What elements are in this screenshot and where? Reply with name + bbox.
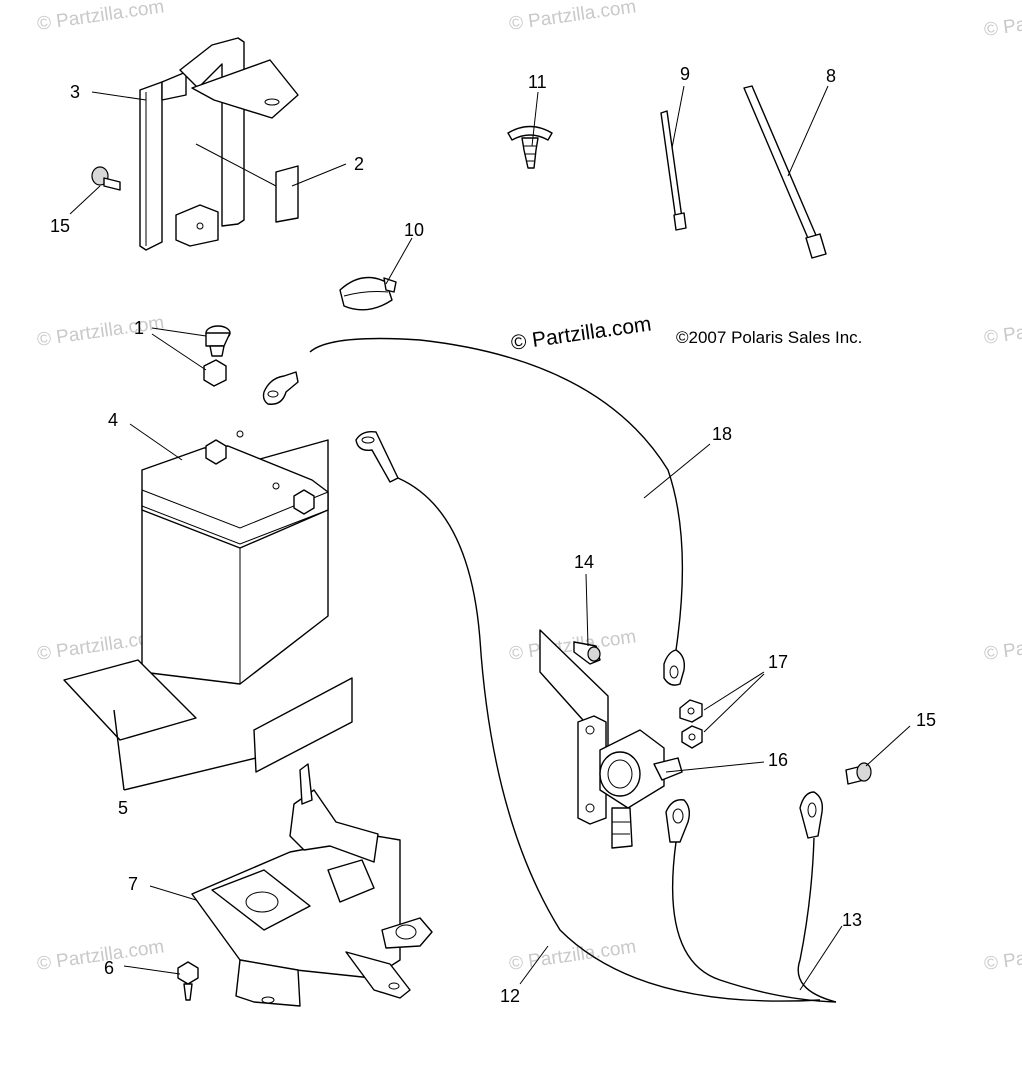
- watermark: © Partzilla.com: [983, 310, 1022, 349]
- screw-part-15-top: [91, 166, 121, 191]
- battery-tray-part-7: [191, 763, 433, 1007]
- callout-11: 11: [528, 72, 547, 92]
- callout-7: 7: [128, 874, 138, 894]
- cable-part-12: [355, 430, 821, 1002]
- watermark: © Partzilla.com: [983, 626, 1022, 665]
- brand-mark: © Partzilla.com: [509, 312, 652, 354]
- callout-8: 8: [826, 66, 836, 86]
- callout-6: 6: [104, 958, 114, 978]
- cable-part-18: [309, 337, 686, 686]
- callout-9: 9: [680, 64, 690, 84]
- callout-16: 16: [768, 750, 788, 770]
- watermark: © Partzilla.com: [983, 936, 1022, 975]
- bolt-nut-part-1: [203, 325, 231, 387]
- battery-part-4: [141, 430, 329, 685]
- watermark: © Partzilla.com: [36, 0, 166, 35]
- push-clip-part-11: [507, 125, 553, 169]
- callout-4: 4: [108, 410, 118, 430]
- screw-part-15-right: [845, 762, 872, 785]
- cable-tie-part-9: [660, 110, 687, 231]
- nuts-part-17: [679, 699, 703, 749]
- callout-15-top: 15: [50, 216, 70, 236]
- callout-17: 17: [768, 652, 788, 672]
- callout-2: 2: [354, 154, 364, 174]
- callouts: 3 2 15 11 9 8 10 1 4 18 14 17 15 16 5 7 …: [50, 64, 936, 1006]
- cable-tie-part-8: [743, 85, 827, 259]
- copyright-note: ©2007 Polaris Sales Inc.: [676, 328, 862, 347]
- ring-terminal-top: [262, 371, 299, 405]
- watermark: © Partzilla.com: [36, 312, 166, 351]
- callout-12: 12: [500, 986, 520, 1006]
- screw-part-6: [177, 961, 199, 1001]
- rubber-cap-part-10: [339, 276, 397, 311]
- callout-15-right: 15: [916, 710, 936, 730]
- watermark: © Partzilla.com: [508, 0, 638, 35]
- solenoid-part-16: [577, 715, 683, 849]
- decals-part-5: [63, 659, 353, 791]
- leader-lines: [69, 85, 911, 991]
- callout-10: 10: [404, 220, 424, 240]
- decal-part-2: [275, 165, 299, 223]
- watermark: © Partzilla.com: [508, 626, 638, 665]
- callout-13: 13: [842, 910, 862, 930]
- callout-1: 1: [134, 318, 144, 338]
- callout-14: 14: [574, 552, 594, 572]
- battery-bracket-part-3: [139, 37, 299, 251]
- callout-3: 3: [70, 82, 80, 102]
- cable-part-13: [665, 791, 837, 1003]
- bolt-part-14: [573, 641, 601, 665]
- watermark: © Partzilla.com: [983, 2, 1022, 41]
- callout-5: 5: [118, 798, 128, 818]
- callout-18: 18: [712, 424, 732, 444]
